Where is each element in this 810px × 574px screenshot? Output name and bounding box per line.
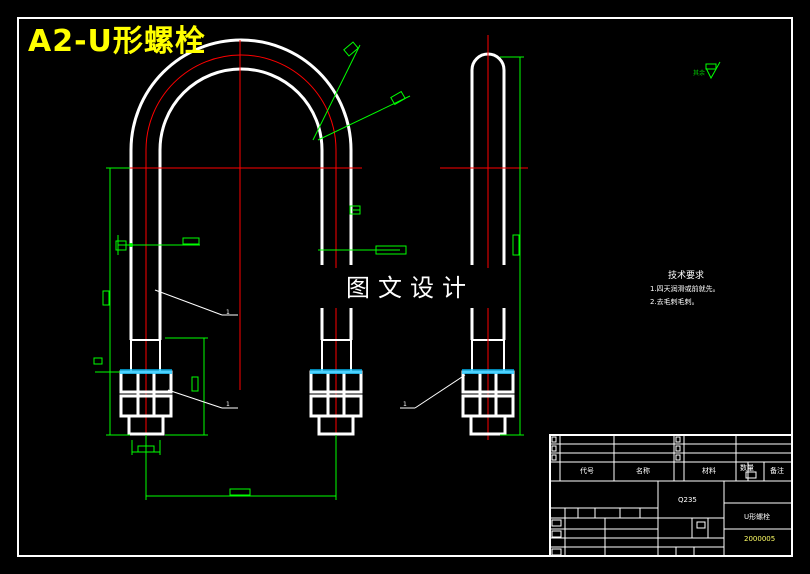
side-view [400, 35, 528, 440]
tb-remarks-header: 备注 [770, 467, 784, 475]
right-nut-stack [309, 369, 363, 436]
tech-item-1: 1.四天润滑或前就先。 [650, 285, 720, 293]
part-label-2: 1 [226, 401, 230, 408]
front-view [93, 38, 411, 500]
tb-part-name: U形螺栓 [744, 513, 771, 521]
watermark: 图文设计 [330, 268, 490, 308]
part-label-3: 1 [403, 401, 407, 408]
u-centerline [145, 54, 337, 440]
left-nut-stack [119, 369, 173, 436]
tb-code-header: 代号 [580, 467, 594, 475]
tb-name-header: 名称 [636, 467, 650, 475]
tb-quantity-header: 数量 [740, 464, 754, 472]
title-block-grid [549, 434, 793, 557]
tb-material: Q235 [678, 496, 697, 504]
roughness-symbol [705, 61, 721, 80]
roughness-label: 其余 [693, 70, 706, 77]
tb-drawing-number: 2000005 [744, 535, 776, 543]
tech-item-2: 2.去毛刺毛刺。 [650, 298, 699, 306]
technical-requirements: 技术要求 1.四天润滑或前就先。 2.去毛刺毛刺。 [650, 270, 720, 309]
u-inner-contour [158, 67, 324, 165]
drawing-title: A2-U形螺栓 [28, 24, 206, 59]
tb-material-header: 材料 [702, 467, 716, 475]
part-label-1: 1 [226, 309, 230, 316]
drawing-border [17, 17, 793, 557]
u-outer-contour [129, 38, 353, 165]
tech-heading: 技术要求 [668, 271, 705, 281]
